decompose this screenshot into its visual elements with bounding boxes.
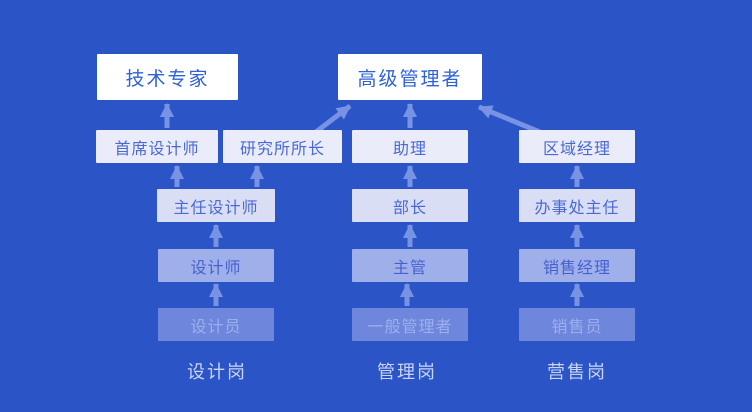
node-institute-director: 研究所所长 <box>223 130 342 163</box>
node-design-staff: 设计员 <box>158 308 274 341</box>
node-director-designer: 主任设计师 <box>157 189 275 222</box>
node-assistant: 助理 <box>352 130 468 163</box>
node-minister: 部长 <box>352 189 468 222</box>
node-salesperson: 销售员 <box>519 308 635 341</box>
node-general-manager: 一般管理者 <box>352 308 468 341</box>
node-senior-manager: 高级管理者 <box>338 54 482 100</box>
node-chief-designer: 首席设计师 <box>96 130 218 163</box>
node-regional-manager: 区域经理 <box>519 130 635 163</box>
node-tech-expert: 技术专家 <box>97 54 238 100</box>
node-supervisor: 主管 <box>352 249 468 282</box>
node-office-director: 办事处主任 <box>519 189 635 222</box>
column-label-management: 管理岗 <box>377 362 437 382</box>
node-designer: 设计师 <box>158 249 274 282</box>
node-sales-manager: 销售经理 <box>519 249 635 282</box>
column-label-sales: 营售岗 <box>547 362 607 382</box>
column-label-design: 设计岗 <box>187 362 247 382</box>
